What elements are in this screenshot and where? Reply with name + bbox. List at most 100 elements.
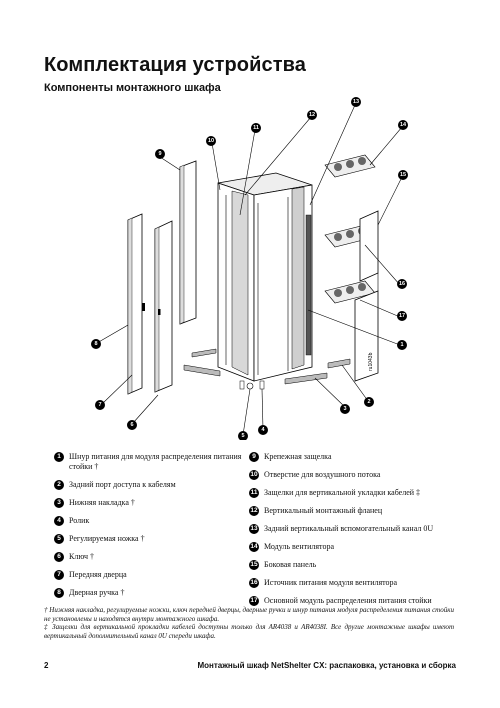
legend-text: Дверная ручка †	[69, 588, 125, 597]
svg-text:11: 11	[253, 125, 259, 131]
legend-item: 17 Основной модуль распределения питания …	[249, 596, 449, 606]
legend-item: 16 Источник питания модуля вентилятора	[249, 578, 449, 588]
legend-text: Отверстие для воздушного потока	[264, 470, 381, 479]
svg-text:15: 15	[400, 172, 406, 178]
svg-text:7: 7	[98, 402, 101, 408]
legend-number: 2	[54, 480, 64, 490]
legend-text: Модуль вентилятора	[264, 542, 334, 551]
leveling-foot	[239, 380, 245, 390]
svg-text:2: 2	[367, 399, 370, 405]
legend-text: Ролик	[69, 516, 90, 525]
callout-16: 16	[397, 279, 407, 289]
legend-text: Шнур питания для модуля распределения пи…	[69, 452, 242, 471]
callout-10: 10	[206, 136, 216, 146]
legend-item: 11 Защелки для вертикальной укладки кабел…	[249, 488, 449, 498]
svg-text:9: 9	[158, 151, 161, 157]
legend-text: Регулируемая ножка †	[69, 534, 145, 543]
legend-number: 4	[54, 516, 64, 526]
svg-text:12: 12	[309, 112, 315, 118]
legend-item: 15 Боковая панель	[249, 560, 449, 570]
svg-text:17: 17	[399, 313, 405, 319]
svg-text:10: 10	[208, 138, 214, 144]
legend-text: Вертикальный монтажный фланец	[264, 506, 383, 515]
svg-text:6: 6	[130, 422, 133, 428]
footnote-double-dagger: ‡ Защелки для вертикальной прокладки каб…	[44, 623, 454, 640]
figure-code: ru1043b	[368, 352, 374, 371]
legend-number: 8	[54, 588, 64, 598]
svg-text:1: 1	[400, 342, 403, 348]
legend-number: 15	[249, 560, 259, 570]
side-panel-right	[354, 210, 379, 382]
legend-item: 12 Вертикальный монтажный фланец	[249, 506, 449, 516]
fan-module	[324, 280, 376, 304]
legend-item: 4 Ролик	[54, 516, 264, 526]
legend-text: Источник питания модуля вентилятора	[264, 578, 398, 587]
callout-6: 6	[127, 420, 137, 430]
fan-module	[324, 154, 376, 178]
rear-cable-port	[327, 358, 351, 369]
legend-item: 2 Задний порт доступа к кабелям	[54, 480, 264, 490]
callout-14: 14	[398, 120, 408, 130]
leveling-foot	[259, 380, 265, 390]
svg-text:5: 5	[241, 433, 244, 439]
footer-title: Монтажный шкаф NetShelter CX: распаковка…	[197, 661, 456, 670]
svg-text:8: 8	[94, 341, 97, 347]
legend-number: 17	[249, 596, 259, 606]
svg-text:3: 3	[343, 406, 346, 412]
rack-frame	[217, 172, 313, 382]
svg-text:13: 13	[353, 99, 359, 105]
legend-text: Задний порт доступа к кабелям	[69, 480, 176, 489]
callout-12: 12	[307, 110, 317, 120]
callout-1: 1	[397, 340, 407, 350]
legend-number: 11	[249, 488, 259, 498]
legend-text: Передняя дверца	[69, 570, 127, 579]
callout-15: 15	[398, 170, 408, 180]
legend-number: 14	[249, 542, 259, 552]
legend-text: Нижняя накладка †	[69, 498, 135, 507]
bottom-trim-right	[284, 372, 328, 385]
legend-item: 6 Ключ †	[54, 552, 264, 562]
legend-number: 12	[249, 506, 259, 516]
bottom-trim-left	[191, 348, 217, 358]
side-panel-left	[179, 160, 197, 325]
legend-number: 1	[54, 452, 64, 462]
legend-text: Задний вертикальный вспомогательный кана…	[264, 524, 434, 533]
legend-item: 8 Дверная ручка †	[54, 588, 264, 598]
callout-4: 4	[258, 425, 268, 435]
legend-text: Основной модуль распределения питания ст…	[264, 596, 432, 605]
svg-text:14: 14	[400, 122, 407, 128]
legend-number: 3	[54, 498, 64, 508]
section-subtitle: Компоненты монтажного шкафа	[44, 82, 221, 94]
svg-text:16: 16	[399, 281, 405, 287]
callout-7: 7	[95, 400, 105, 410]
rack-pdu-strip	[305, 214, 312, 356]
legend-item: 1 Шнур питания для модуля распределения п…	[54, 452, 264, 472]
legend-item: 3 Нижняя накладка †	[54, 498, 264, 508]
legend-item: 14 Модуль вентилятора	[249, 542, 449, 552]
footnotes: † Нижняя накладка, регулируемые ножки, к…	[44, 606, 454, 640]
rack-components-diagram: ru1043b 8 7 6 9 10 11 12 13 14 15 16 17 …	[91, 97, 408, 440]
callout-3: 3	[340, 404, 350, 414]
callout-5: 5	[238, 431, 248, 440]
front-door-panel	[127, 213, 143, 395]
legend-item: 7 Передняя дверца	[54, 570, 264, 580]
legend-number: 6	[54, 552, 64, 562]
legend-number: 13	[249, 524, 259, 534]
callout-13: 13	[351, 97, 361, 107]
caster	[246, 382, 254, 390]
callout-17: 17	[397, 311, 407, 321]
legend-text: Боковая панель	[264, 560, 317, 569]
legend-text: Ключ †	[69, 552, 95, 561]
page-number: 2	[44, 661, 49, 670]
legend-number: 7	[54, 570, 64, 580]
callout-11: 11	[251, 123, 261, 133]
legend-number: 9	[249, 452, 259, 462]
legend-item: 13 Задний вертикальный вспомогательный ка…	[249, 524, 449, 534]
legend-text: Защелки для вертикальной укладки кабелей…	[264, 488, 421, 497]
legend-number: 16	[249, 578, 259, 588]
door-handle-shape	[142, 303, 145, 311]
legend-left: 1 Шнур питания для модуля распределения п…	[54, 452, 264, 606]
